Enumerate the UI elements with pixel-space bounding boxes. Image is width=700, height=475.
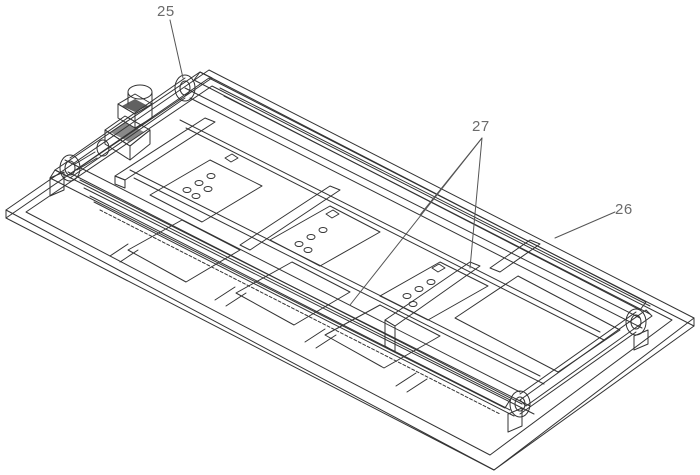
front-belt bbox=[64, 159, 523, 417]
pulleys bbox=[49, 74, 649, 433]
motor-shading bbox=[110, 99, 148, 142]
mounting-plates bbox=[149, 153, 489, 321]
callout-27: 27 bbox=[472, 118, 490, 135]
rear-belt bbox=[184, 87, 643, 329]
motor-gearbox bbox=[74, 84, 153, 171]
callout-26: 26 bbox=[615, 201, 633, 218]
leader-lines bbox=[169, 19, 616, 306]
base-frame bbox=[5, 69, 695, 471]
callout-25: 25 bbox=[157, 3, 175, 20]
plate-holes bbox=[182, 173, 436, 307]
cross-beams bbox=[114, 117, 621, 373]
